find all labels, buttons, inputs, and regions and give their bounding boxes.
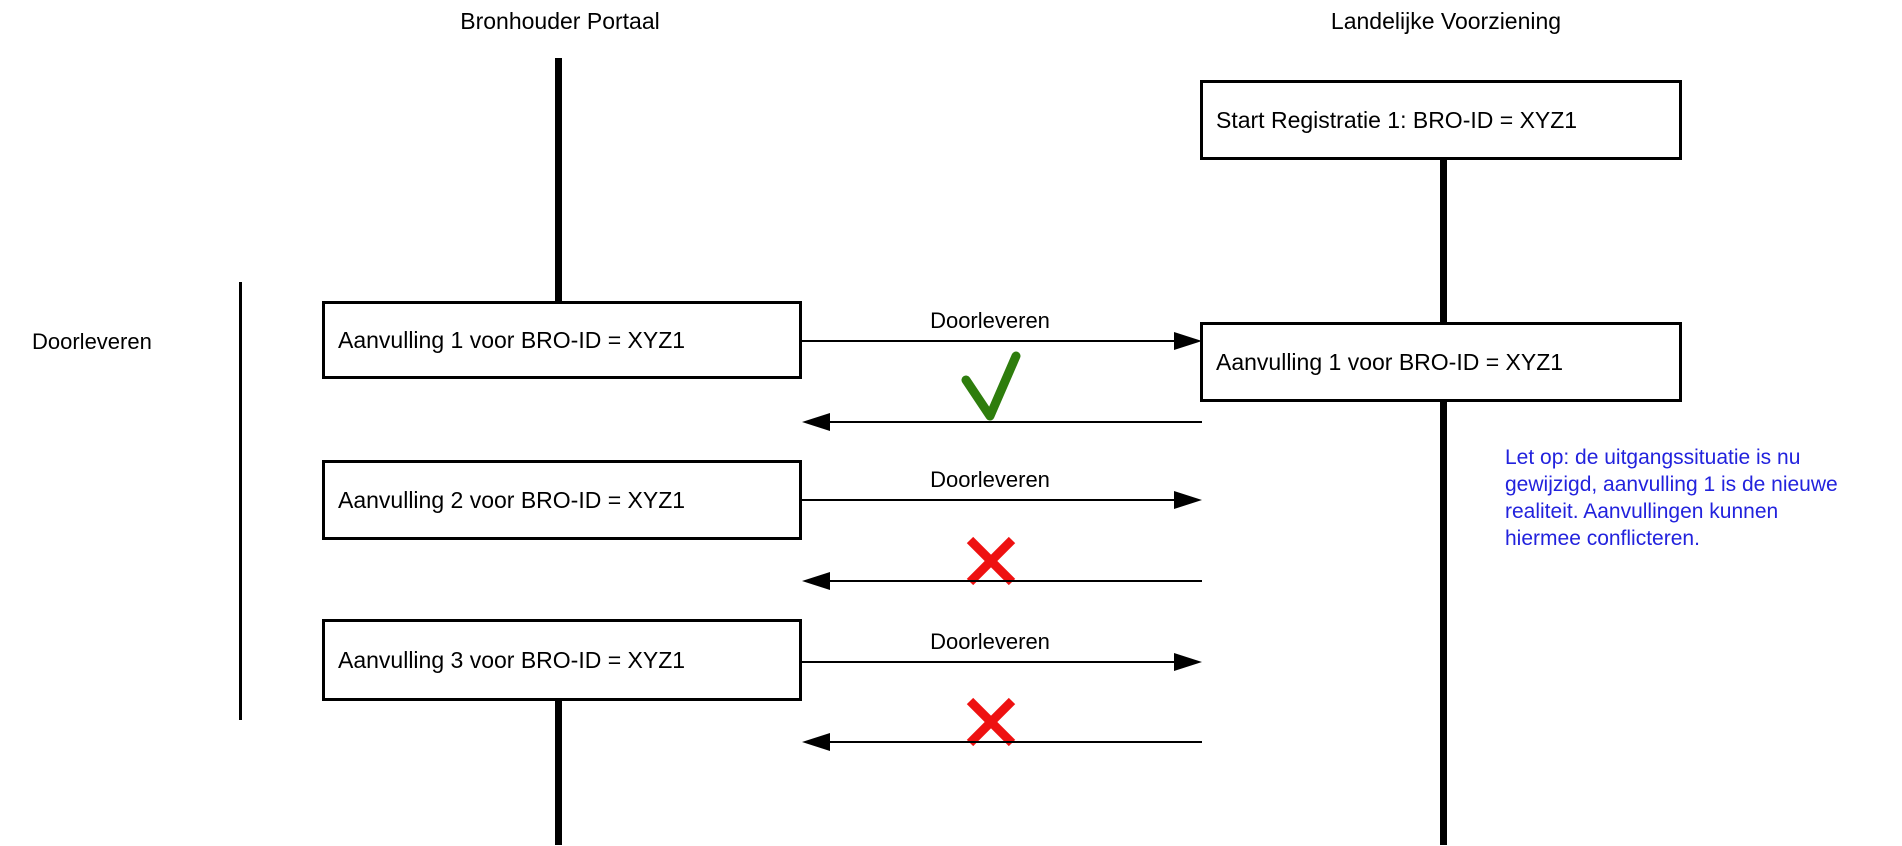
message-1-forward-arrow-line [802, 340, 1178, 342]
message-2-forward-arrow-line [802, 499, 1178, 501]
message-3-forward-arrowhead-icon [1174, 653, 1202, 671]
lifeline-bronhouder-top-segment [555, 58, 562, 301]
message-3-label: Doorleveren [930, 629, 1050, 654]
message-3-return-arrowhead-icon [802, 733, 830, 751]
message-3-return-arrow-line [824, 741, 1202, 743]
success-check-icon [961, 351, 1021, 421]
message-1-return-arrow-line [824, 421, 1202, 423]
message-3-forward-arrow-line [802, 661, 1178, 663]
note: Let op: de uitgangssituatie is nu gewijz… [1505, 446, 1838, 550]
message-2-label: Doorleveren [930, 467, 1050, 492]
message-1-return-arrowhead-icon [802, 413, 830, 431]
lifeline-landelijke-bottom-segment [1440, 402, 1447, 845]
message-1-label: Doorleveren [930, 308, 1050, 333]
message-2-return-arrow-line [824, 580, 1202, 582]
aanvulling-1-box-left: Aanvulling 1 voor BRO-ID = XYZ1 [322, 301, 802, 379]
actor-label-bronhouder-portaal: Bronhouder Portaal [460, 8, 660, 34]
group-label-doorleveren: Doorleveren [32, 329, 152, 354]
aanvulling-2-box-left: Aanvulling 2 voor BRO-ID = XYZ1 [322, 460, 802, 540]
message-2-forward-arrowhead-icon [1174, 491, 1202, 509]
aanvulling-3-box-left: Aanvulling 3 voor BRO-ID = XYZ1 [322, 619, 802, 701]
message-2-return-arrowhead-icon [802, 572, 830, 590]
error-cross-icon [966, 536, 1016, 586]
error-cross-icon [966, 697, 1016, 747]
aanvulling-1-box-right: Aanvulling 1 voor BRO-ID = XYZ1 [1200, 322, 1682, 402]
lifeline-bronhouder-bottom-segment [555, 701, 562, 845]
message-1-forward-arrowhead-icon [1174, 332, 1202, 350]
group-bracket-line [239, 282, 242, 720]
start-registratie-box: Start Registratie 1: BRO-ID = XYZ1 [1200, 80, 1682, 160]
actor-label-landelijke-voorziening: Landelijke Voorziening [1330, 8, 1562, 34]
lifeline-landelijke-top-segment [1440, 160, 1447, 322]
